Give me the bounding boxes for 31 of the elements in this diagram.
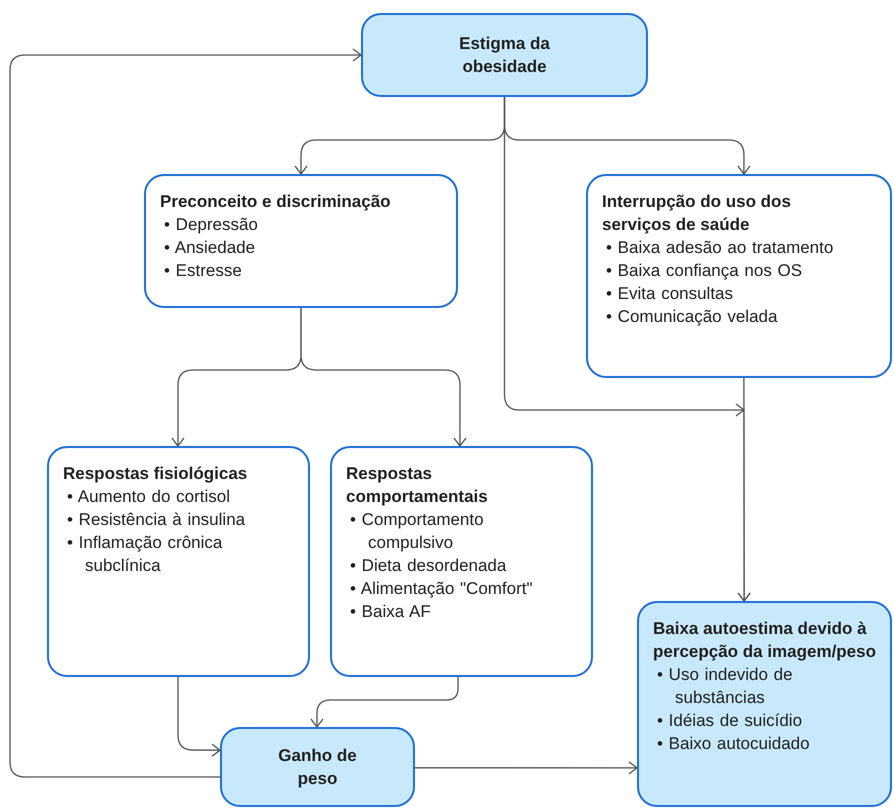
process-box [144,174,458,308]
bullet-item: • Comunicação velada [606,306,778,328]
bullet-item: • Baixa adesão ao tratamento [606,237,834,259]
process-box [361,13,648,97]
box-heading: Respostas comportamentais [346,463,489,508]
process-box [330,446,593,677]
bullet-item: • Comportamento compulsivo [350,509,485,554]
bullet-item: • Baixo autocuidado [657,733,811,755]
bullet-item: • Evita consultas [606,283,734,305]
box-heading: Respostas fisiológicas [63,463,248,485]
bullet-item: • Ansiedade [164,237,256,259]
box-heading: Baixa autoestima devido à percepção da imagem/peso [653,618,877,663]
box-heading: Ganho de peso [277,745,358,790]
bullet-item: • Depressão [164,214,259,236]
bullet-item: • Dieta desordenada [350,555,508,577]
bullet-item: • Inflamação crônica subclínica [67,532,224,577]
bullet-item: • Estresse [164,260,243,282]
bullet-item: • Idéias de suicídio [657,710,804,732]
bullet-item: • Baixa AF [350,601,432,623]
bullet-item: • Alimentação "Comfort" [350,578,534,600]
process-box [220,727,415,807]
box-heading: Estigma da obesidade [458,33,551,78]
bullet-item: • Uso indevido de substâncias [657,664,794,709]
bullet-item: • Resistência à insulina [67,509,246,531]
bullet-item: • Aumento do cortisol [67,486,231,508]
box-heading: Interrupção do uso dos serviços de saúde [602,191,792,236]
bullet-item: • Baixa confiança nos OS [606,260,804,282]
process-box [586,174,892,378]
process-box [47,446,310,677]
process-box [637,601,892,807]
box-heading: Preconceito e discriminação [160,191,392,213]
